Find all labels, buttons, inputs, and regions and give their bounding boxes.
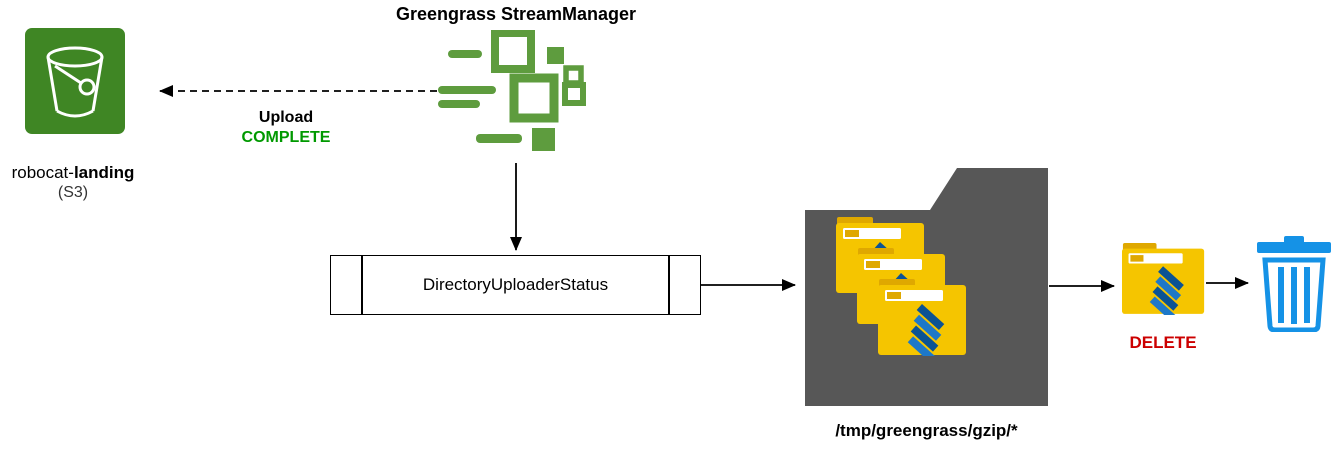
trash-lid-shapes [1257, 236, 1331, 253]
s3-bucket-sublabel: (S3) [57, 184, 89, 202]
s3-bucket-name: robocat-landing [0, 162, 146, 183]
greengrass-icon-outlined-shapes [491, 30, 586, 123]
upload-label: Upload [258, 109, 314, 126]
zip-folder-icon [1122, 240, 1206, 315]
greengrass-icon-filled-shapes [438, 47, 564, 151]
s3-bucket-icon [25, 28, 125, 134]
s3-bucket-name-bold: landing [73, 163, 135, 182]
diagram-title: Greengrass StreamManager [395, 4, 637, 24]
stream-box-label: DirectoryUploaderStatus [422, 275, 609, 294]
complete-label: COMPLETE [241, 129, 331, 146]
gzip-path-label: /tmp/greengrass/gzip/* [835, 421, 1018, 440]
greengrass-streammanager-icon [438, 30, 586, 151]
s3-icon-background [25, 28, 125, 134]
trash-body-shapes [1262, 257, 1326, 332]
upload-status-block: Upload COMPLETE [196, 108, 376, 148]
s3-bucket-name-prefix: robocat- [11, 163, 74, 182]
directory-uploader-status-box: DirectoryUploaderStatus [330, 255, 701, 315]
s3-bucket-label-block: robocat-landing (S3) [0, 162, 146, 203]
zip-folder-icon [878, 276, 968, 356]
delete-label: DELETE [1129, 333, 1197, 352]
s3-bucket-glyph [46, 46, 104, 118]
stream-box-right-divider [668, 256, 670, 314]
stream-box-left-divider [361, 256, 363, 314]
trash-can-icon [1257, 236, 1331, 332]
